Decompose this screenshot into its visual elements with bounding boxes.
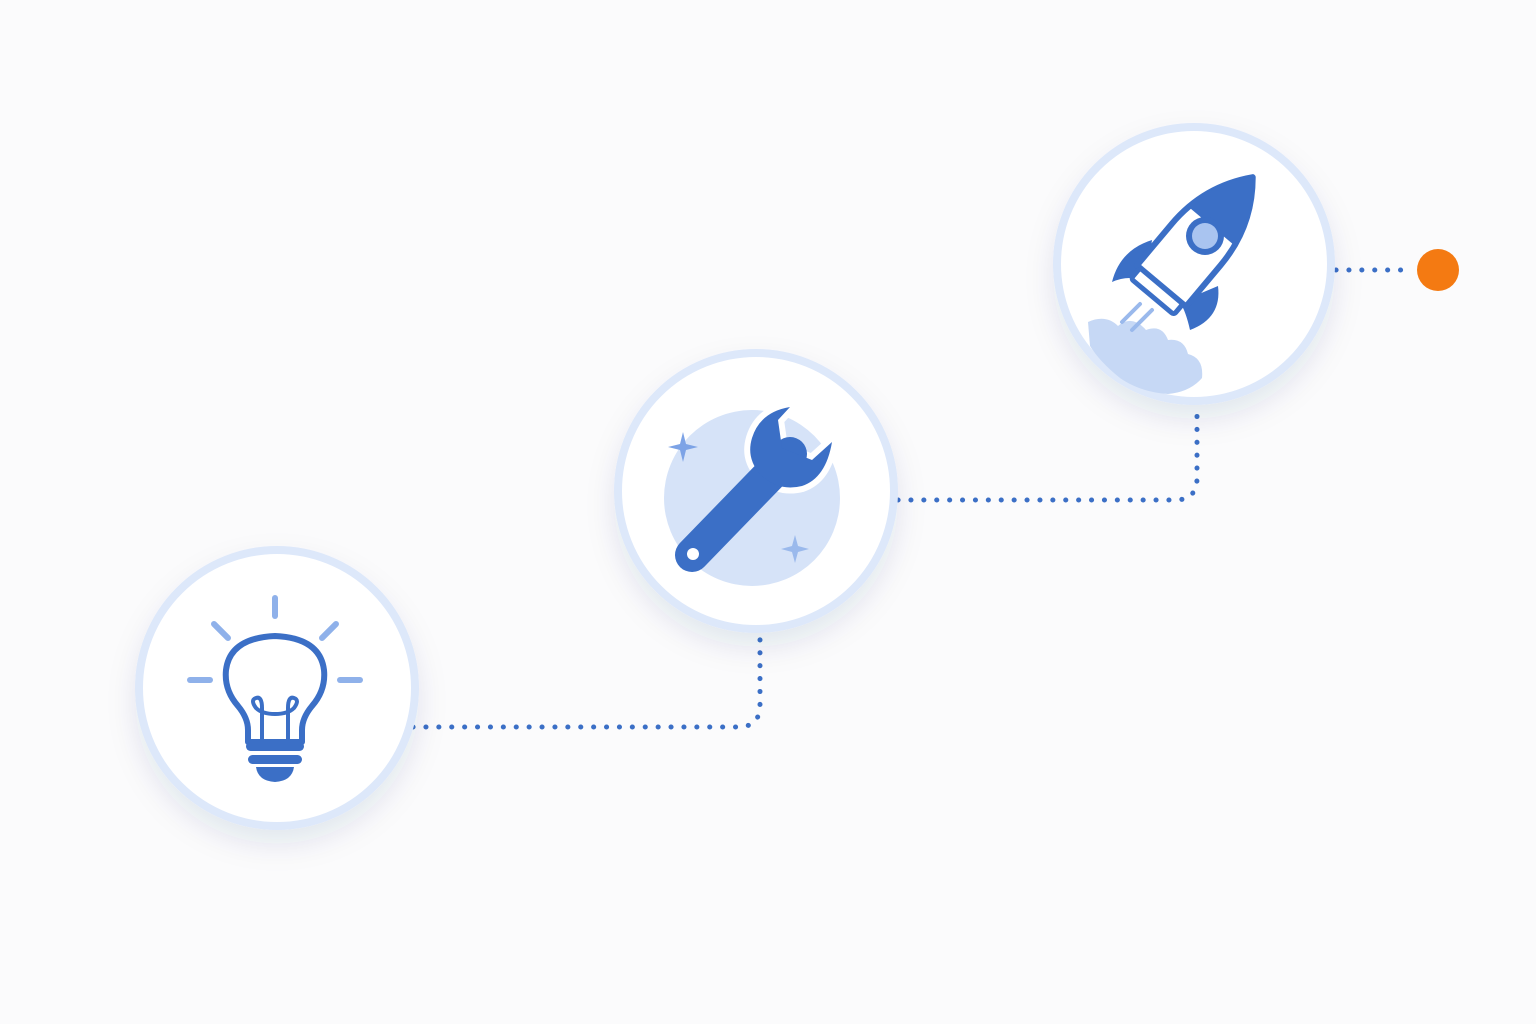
- wrench-icon: [664, 401, 840, 586]
- lightbulb-icon: [187, 595, 363, 782]
- connector-1-to-2: [410, 634, 763, 730]
- rocket-icon: [1088, 174, 1256, 394]
- step-2-node: [614, 349, 898, 633]
- end-marker: [1417, 249, 1459, 291]
- step-1-node: [135, 546, 419, 830]
- smoke-cloud: [1088, 318, 1203, 394]
- connector-2-to-3: [895, 404, 1200, 503]
- sparkle-icon: [668, 432, 698, 462]
- sparkle-icon: [781, 535, 809, 563]
- step-3-node: [1053, 123, 1335, 405]
